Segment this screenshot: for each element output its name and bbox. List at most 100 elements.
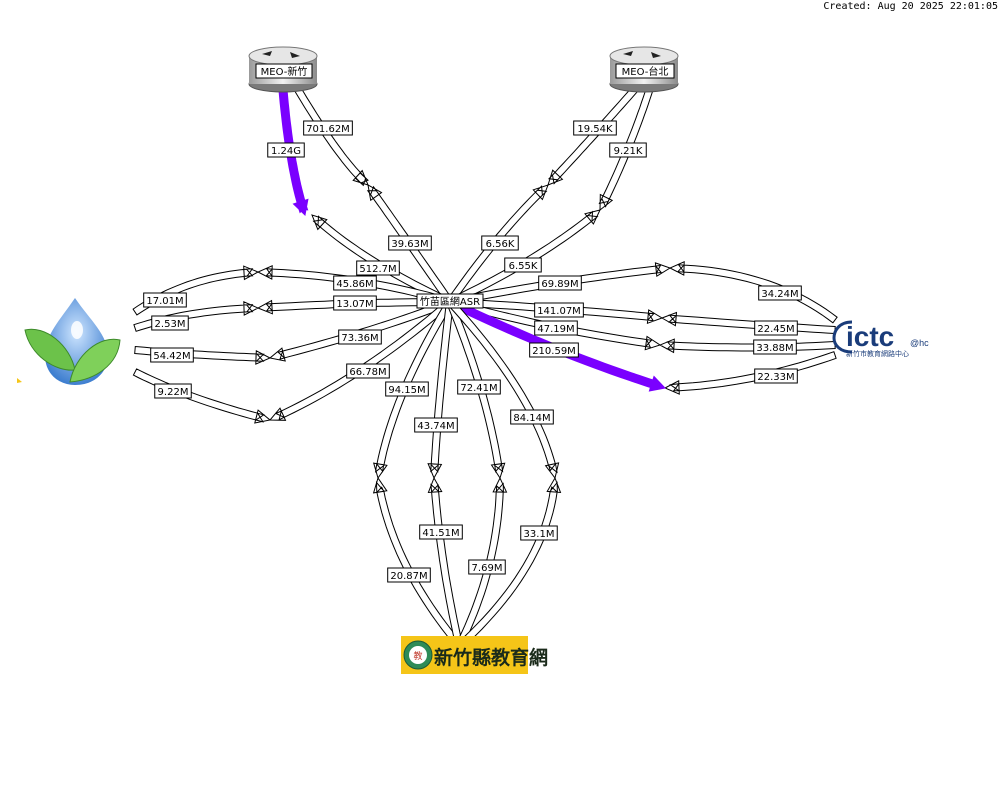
link-arrow-right-2[interactable] — [660, 311, 836, 335]
link-arrow-bottom-2-center[interactable] — [427, 301, 455, 480]
link-label-bottom-2-center: 43.74M — [414, 417, 458, 433]
link-label-box — [419, 524, 463, 540]
link-label-box — [504, 257, 542, 273]
link-label-box — [534, 302, 584, 318]
router-meo-hsinchu[interactable]: MEO-新竹 — [248, 46, 318, 93]
link-label-bottom-4: 33.1M — [520, 525, 558, 541]
center-asr-label: 竹苗區網ASR — [420, 295, 480, 308]
node-center-asr[interactable]: 竹苗區網ASR — [416, 293, 484, 309]
link-label-text: 43.74M — [417, 421, 454, 432]
link-label-meo-taipei-a-center: 6.56K — [481, 235, 519, 251]
link-label-text: 9.21K — [614, 146, 643, 157]
link-label-box — [356, 260, 400, 276]
link-arrow-bottom-3-center[interactable] — [446, 300, 506, 480]
link-label-text: 701.62M — [306, 124, 350, 135]
node-ictc-logo[interactable]: ictc @hc 新竹市教育網路中心 — [832, 320, 929, 358]
link-arrow-right-4[interactable] — [663, 351, 837, 395]
link-label-meo-hsinchu-out: 701.62M — [303, 120, 353, 136]
link-label-bottom-4-center: 84.14M — [510, 409, 554, 425]
link-label-box — [758, 285, 802, 301]
link-label-box — [481, 235, 519, 251]
svg-text:教: 教 — [413, 650, 422, 662]
link-arrow-bottom-4-center[interactable] — [446, 298, 560, 480]
link-arrow-right-1[interactable] — [668, 261, 838, 324]
node-left-drop-logo[interactable] — [17, 298, 121, 385]
link-arrow-left-1-center[interactable] — [256, 265, 452, 307]
link-arrow-meo-hsinchu-in-center[interactable] — [311, 214, 453, 306]
link-label-left-1: 17.01M — [143, 292, 187, 308]
link-arrow-left-4[interactable] — [132, 368, 272, 424]
link-label-text: 22.45M — [757, 324, 794, 335]
link-label-box — [151, 315, 189, 331]
link-label-box — [414, 417, 458, 433]
link-label-text: 22.33M — [757, 372, 794, 383]
link-label-right-3: 33.88M — [753, 339, 797, 355]
link-label-text: 19.54K — [577, 124, 613, 135]
link-label-box — [468, 559, 506, 575]
link-label-text: 6.56K — [486, 239, 515, 250]
router-meo-taipei[interactable]: MEO-台北 — [609, 46, 679, 93]
link-label-text: 9.22M — [158, 387, 189, 398]
link-label-box — [388, 235, 432, 251]
router-meo-taipei-label: MEO-台北 — [622, 65, 669, 78]
node-hsinchu-county-edu[interactable]: 教 新竹縣教育網 — [401, 636, 548, 674]
link-label-box — [529, 342, 579, 358]
link-label-text: 33.88M — [756, 343, 793, 354]
link-label-right-4: 22.33M — [754, 368, 798, 384]
link-label-box — [754, 368, 798, 384]
link-label-left-4-center: 66.78M — [346, 363, 390, 379]
link-label-box — [573, 120, 617, 136]
link-label-box — [154, 383, 192, 399]
link-label-box — [457, 379, 501, 395]
link-label-box — [510, 409, 554, 425]
link-label-bottom-1: 20.87M — [387, 567, 431, 583]
link-label-box — [333, 275, 377, 291]
link-label-box — [753, 339, 797, 355]
link-label-text: 13.07M — [336, 299, 373, 310]
link-label-text: 2.53M — [155, 319, 186, 330]
link-arrow-bottom-1-center[interactable] — [372, 299, 454, 480]
link-label-text: 7.69M — [472, 563, 503, 574]
link-label-left-3-center: 73.36M — [338, 329, 382, 345]
link-label-text: 69.89M — [541, 279, 578, 290]
link-label-box — [346, 363, 390, 379]
link-label-meo-hsinchu-in-center: 512.7M — [356, 260, 400, 276]
link-label-left-4: 9.22M — [154, 383, 192, 399]
link-label-box — [385, 381, 429, 397]
ictc-subtitle: 新竹市教育網路中心 — [846, 349, 909, 358]
link-label-meo-taipei-a: 19.54K — [573, 120, 617, 136]
link-label-right-2: 22.45M — [754, 320, 798, 336]
link-arrow-meo-taipei-b-center[interactable] — [447, 209, 601, 306]
link-label-text: 94.15M — [388, 385, 425, 396]
link-label-box — [338, 329, 382, 345]
link-label-right-4-center: 210.59M — [529, 342, 579, 358]
link-label-text: 210.59M — [532, 346, 576, 357]
link-arrow-bottom-4[interactable] — [462, 476, 562, 644]
link-label-meo-taipei-b-center: 6.55K — [504, 257, 542, 273]
link-label-right-3-center: 47.19M — [534, 320, 578, 336]
link-label-box — [609, 142, 647, 158]
link-arrow-bottom-3[interactable] — [458, 476, 508, 643]
link-label-box — [387, 567, 431, 583]
link-label-text: 73.36M — [341, 333, 378, 344]
router-icon — [262, 51, 300, 58]
link-arrow-meo-hsinchu-out[interactable] — [293, 85, 369, 187]
link-label-box — [520, 525, 558, 541]
link-arrow-right-3[interactable] — [658, 338, 836, 354]
created-timestamp: Created: Aug 20 2025 22:01:05 — [823, 1, 998, 12]
link-label-text: 41.51M — [422, 528, 459, 539]
link-label-bottom-3: 7.69M — [468, 559, 506, 575]
link-label-text: 512.7M — [359, 264, 396, 275]
link-label-box — [267, 142, 305, 158]
ictc-wordmark: ictc — [846, 321, 894, 352]
link-label-box — [150, 347, 194, 363]
link-label-bottom-3-center: 72.41M — [457, 379, 501, 395]
link-arrow-left-4-center[interactable] — [268, 298, 454, 421]
link-label-meo-hsinchu-out-center: 39.63M — [388, 235, 432, 251]
link-arrow-right-4-center[interactable] — [447, 297, 666, 392]
link-label-left-2-center: 13.07M — [333, 295, 377, 311]
link-label-text: 33.1M — [524, 529, 555, 540]
link-label-text: 1.24G — [271, 146, 301, 157]
link-arrow-bottom-2[interactable] — [427, 476, 462, 642]
